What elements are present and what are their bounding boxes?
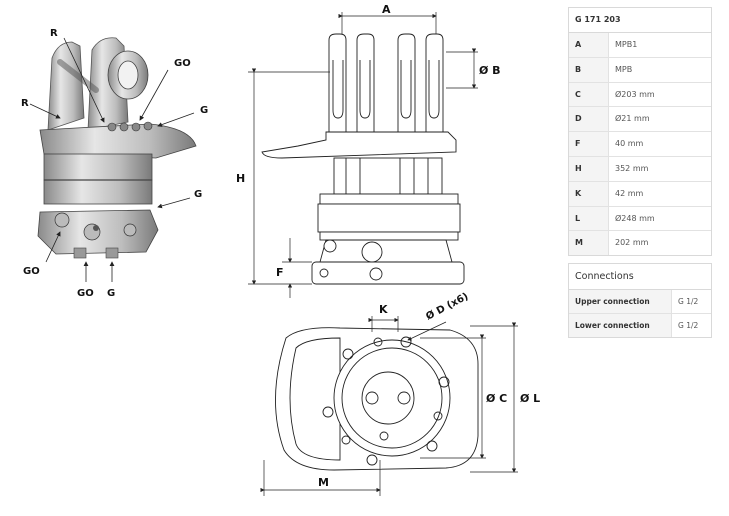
spec-key: D [569,107,609,132]
spec-value: 202 mm [615,238,649,248]
connections-title: Connections [569,264,711,290]
connection-value: G 1/2 [678,321,699,330]
spec-row-a: A MPB1 [569,33,711,58]
bottom-plan-view [275,327,479,471]
dim-label-f: F [276,266,284,279]
connection-row-lower: Lower connection G 1/2 [569,314,711,337]
connection-label: Lower connection [569,314,672,337]
spec-value: Ø248 mm [615,213,655,223]
callout-g-middle: G [194,189,202,200]
callout-lines [29,37,195,282]
callout-g-upper: G [200,105,208,116]
rotator-3d-render [37,37,197,259]
spec-row-f: F 40 mm [569,132,711,157]
spec-key: K [569,181,609,206]
spec-value: 42 mm [615,188,644,198]
side-elevation-view [261,33,465,285]
spec-key: M [569,231,609,256]
callout-r-left: R [21,98,29,109]
spec-table-title: G 171 203 [569,8,711,33]
spec-value: MPB [615,64,633,74]
spec-key: H [569,156,609,181]
spec-key: L [569,206,609,231]
spec-key: B [569,57,609,82]
spec-row-l: L Ø248 mm [569,206,711,232]
dim-label-c: Ø C [486,392,507,405]
callout-go-lower: GO [23,266,40,277]
spec-key: C [569,82,609,107]
dim-label-m: M [318,476,329,489]
dim-label-h: H [236,172,245,185]
spec-table: G 171 203 A MPB1 B MPB C Ø203 mm D Ø21 m… [568,7,712,257]
callout-go-upper: GO [174,58,191,69]
spec-row-m: M 202 mm [569,231,711,256]
spec-key: F [569,132,609,156]
spec-value: 352 mm [615,163,649,173]
spec-row-k: K 42 mm [569,181,711,207]
spec-value: Ø203 mm [615,89,655,99]
callout-go-bottom: GO [77,288,94,299]
side-view-dimensions [248,12,478,298]
spec-row-c: C Ø203 mm [569,82,711,108]
spec-row-d: D Ø21 mm [569,107,711,133]
dim-label-k: K [379,303,388,316]
spec-key: A [569,33,609,57]
dim-label-a: A [382,3,391,16]
technical-drawing: R R GO G G GO GO G [21,3,540,496]
spec-row-b: B MPB [569,57,711,83]
spec-row-h: H 352 mm [569,156,711,182]
spec-value: Ø21 mm [615,114,650,124]
connections-table: Connections Upper connection G 1/2 Lower… [568,263,712,338]
dim-label-b: Ø B [479,64,501,77]
spec-value: 40 mm [615,139,644,149]
bottom-view-dimensions [260,316,518,496]
spec-value: MPB1 [615,40,638,49]
connection-value: G 1/2 [678,297,699,306]
connection-row-upper: Upper connection G 1/2 [569,290,711,314]
dim-label-d: Ø D (x6) [424,290,471,322]
dim-label-l: Ø L [520,392,540,405]
callout-g-bottom: G [107,288,115,299]
callout-r-upper: R [50,28,58,39]
connection-label: Upper connection [569,290,672,313]
